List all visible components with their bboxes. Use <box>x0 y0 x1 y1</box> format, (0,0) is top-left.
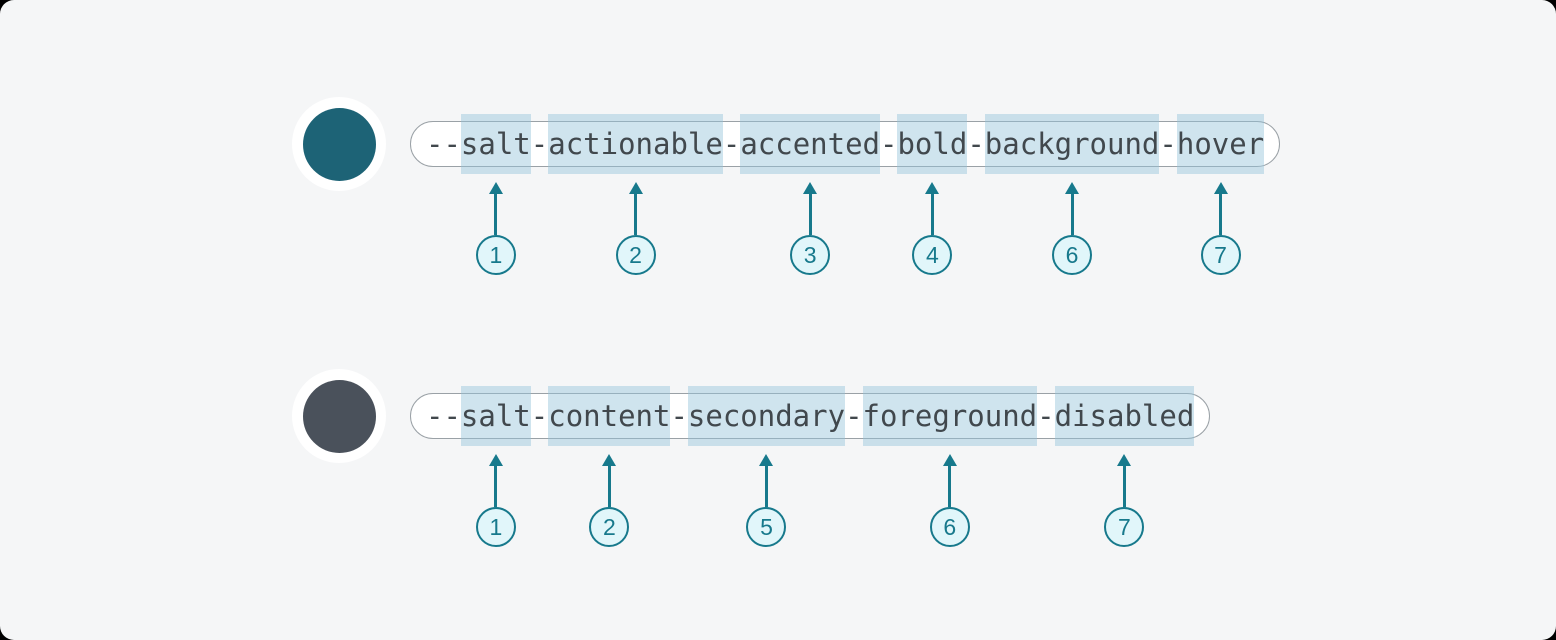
segment-marker: 5 <box>746 454 787 547</box>
arrow-up-icon <box>925 182 940 194</box>
segment-marker: 2 <box>589 454 630 547</box>
token-pill: -- salt 1 - actionable 2 - <box>410 114 1281 275</box>
marker-number-badge: 1 <box>475 235 516 275</box>
token-row-content: -- salt 1 - content 2 - se <box>292 369 1211 547</box>
token-segment: salt 1 <box>460 386 531 547</box>
token-segment-label: background <box>984 127 1160 161</box>
marker-number-badge: 2 <box>615 235 656 275</box>
token-separator: - <box>1159 127 1177 161</box>
token-segment-label: accented <box>740 127 880 161</box>
token-segment: foreground 6 <box>862 386 1038 547</box>
arrow-stem <box>634 193 638 235</box>
token-segment: accented 3 <box>740 114 880 275</box>
token-segment: background 6 <box>984 114 1160 275</box>
marker-number-badge: 6 <box>1052 235 1093 275</box>
arrow-stem <box>607 465 611 507</box>
arrow-stem <box>808 193 812 235</box>
token-prefix: -- <box>426 127 461 161</box>
arrow-up-icon <box>1213 182 1228 194</box>
token-segment-label: disabled <box>1054 399 1195 433</box>
token-segment-label: bold <box>897 127 968 161</box>
marker-number-badge: 1 <box>475 507 516 547</box>
token-separator: - <box>1037 399 1055 433</box>
token-segment: secondary 5 <box>687 386 846 547</box>
token-segment-label: salt <box>460 399 531 433</box>
token-segment: disabled 7 <box>1054 386 1195 547</box>
token-segment: content 2 <box>548 386 671 547</box>
token-pill: -- salt 1 - content 2 - se <box>410 386 1211 547</box>
segment-marker: 4 <box>912 182 953 275</box>
token-separator: - <box>530 399 549 433</box>
token-segment-label: secondary <box>687 399 846 433</box>
marker-number-badge: 4 <box>912 235 953 275</box>
token-separator: - <box>670 399 688 433</box>
arrow-stem <box>1122 465 1126 507</box>
marker-number-badge: 5 <box>746 507 787 547</box>
arrow-up-icon <box>488 182 503 194</box>
token-row-actionable: -- salt 1 - actionable 2 - <box>292 97 1281 275</box>
token-separator: - <box>967 127 985 161</box>
marker-number-badge: 7 <box>1104 507 1145 547</box>
arrow-up-icon <box>628 182 643 194</box>
arrow-up-icon <box>602 454 617 466</box>
segment-marker: 6 <box>929 454 970 547</box>
arrow-stem <box>930 193 934 235</box>
marker-number-badge: 6 <box>929 507 970 547</box>
arrow-stem <box>764 465 768 507</box>
arrow-stem <box>494 193 498 235</box>
segment-marker: 6 <box>1052 182 1093 275</box>
token-separator: - <box>845 399 863 433</box>
token-segment-label: actionable <box>548 127 723 161</box>
segment-marker: 7 <box>1200 182 1241 275</box>
color-swatch <box>292 97 386 191</box>
marker-number-badge: 7 <box>1200 235 1241 275</box>
arrow-up-icon <box>803 182 818 194</box>
arrow-stem <box>1219 193 1223 235</box>
color-swatch-fill-teal <box>302 107 376 181</box>
arrow-up-icon <box>759 454 774 466</box>
token-prefix: -- <box>426 399 461 433</box>
arrow-up-icon <box>1065 182 1080 194</box>
token-segment: bold 4 <box>897 114 968 275</box>
token-separator: - <box>722 127 741 161</box>
token-separator: - <box>530 127 549 161</box>
arrow-stem <box>1070 193 1074 235</box>
arrow-stem <box>494 465 498 507</box>
token-segment-label: salt <box>460 127 531 161</box>
token-segment-label: foreground <box>862 399 1038 433</box>
arrow-up-icon <box>1117 454 1132 466</box>
arrow-up-icon <box>488 454 503 466</box>
segment-marker: 1 <box>475 454 516 547</box>
segment-marker: 2 <box>615 182 656 275</box>
token-segment-label: content <box>548 399 671 433</box>
marker-number-badge: 3 <box>790 235 831 275</box>
arrow-stem <box>948 465 952 507</box>
arrow-up-icon <box>942 454 957 466</box>
segment-marker: 1 <box>475 182 516 275</box>
segment-marker: 3 <box>790 182 831 275</box>
token-segment: hover 7 <box>1176 114 1265 275</box>
marker-number-badge: 2 <box>589 507 630 547</box>
token-segment-label: hover <box>1176 127 1265 161</box>
token-segment: salt 1 <box>460 114 531 275</box>
token-separator: - <box>880 127 898 161</box>
color-swatch-fill-gray <box>302 379 376 453</box>
segment-marker: 7 <box>1104 454 1145 547</box>
token-segment: actionable 2 <box>548 114 723 275</box>
color-swatch <box>292 369 386 463</box>
